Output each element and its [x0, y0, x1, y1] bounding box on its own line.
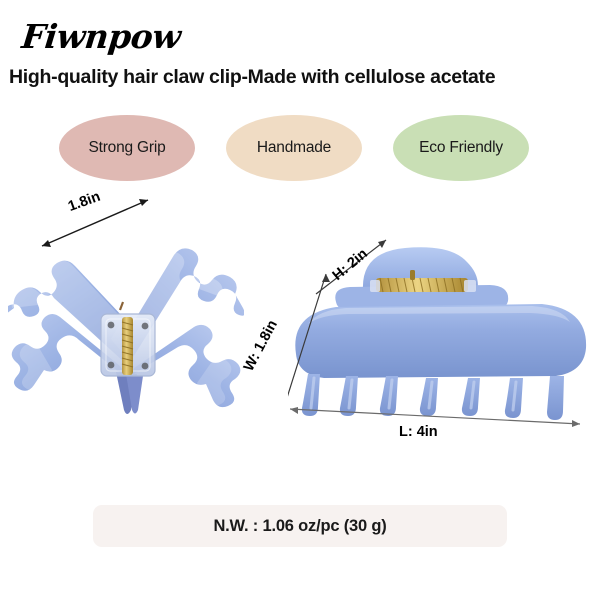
feature-badge-label: Eco Friendly — [419, 139, 503, 156]
net-weight-label: N.W. : 1.06 oz/pc (30 g) — [213, 516, 387, 535]
dimension-arrow-width-left — [41, 199, 149, 247]
feature-badge-handmade: Handmade — [226, 115, 362, 181]
net-weight-banner: N.W. : 1.06 oz/pc (30 g) — [93, 505, 507, 547]
gold-spring — [370, 270, 476, 293]
page-title: High-quality hair claw clip-Made with ce… — [9, 66, 496, 88]
clip-teeth — [301, 374, 564, 420]
dimension-arrow-length — [289, 407, 581, 427]
feature-badge-strong-grip: Strong Grip — [59, 115, 195, 181]
clip-hinge-mechanism — [100, 301, 156, 377]
dimension-label-length: L: 4in — [399, 424, 438, 440]
clip-wing-lower-right — [132, 324, 241, 408]
product-image-side-view-clip — [288, 239, 587, 427]
dimension-arrow-height — [315, 239, 387, 295]
clip-main-body — [295, 304, 587, 378]
product-image-butterfly-clip — [8, 199, 244, 414]
brand-logo: Fiwnpow — [19, 17, 183, 56]
feature-badge-label: Handmade — [256, 139, 332, 156]
clip-body-teeth-2 — [126, 374, 143, 414]
feature-badge-eco-friendly: Eco Friendly — [393, 115, 529, 181]
dimension-label-width: W: 1.8in — [240, 317, 281, 374]
clip-wing-lower-left — [11, 314, 130, 391]
dimension-arrow-width-right — [288, 273, 330, 397]
clip-highlight — [308, 306, 570, 324]
feature-badge-label: Strong Grip — [88, 139, 166, 156]
